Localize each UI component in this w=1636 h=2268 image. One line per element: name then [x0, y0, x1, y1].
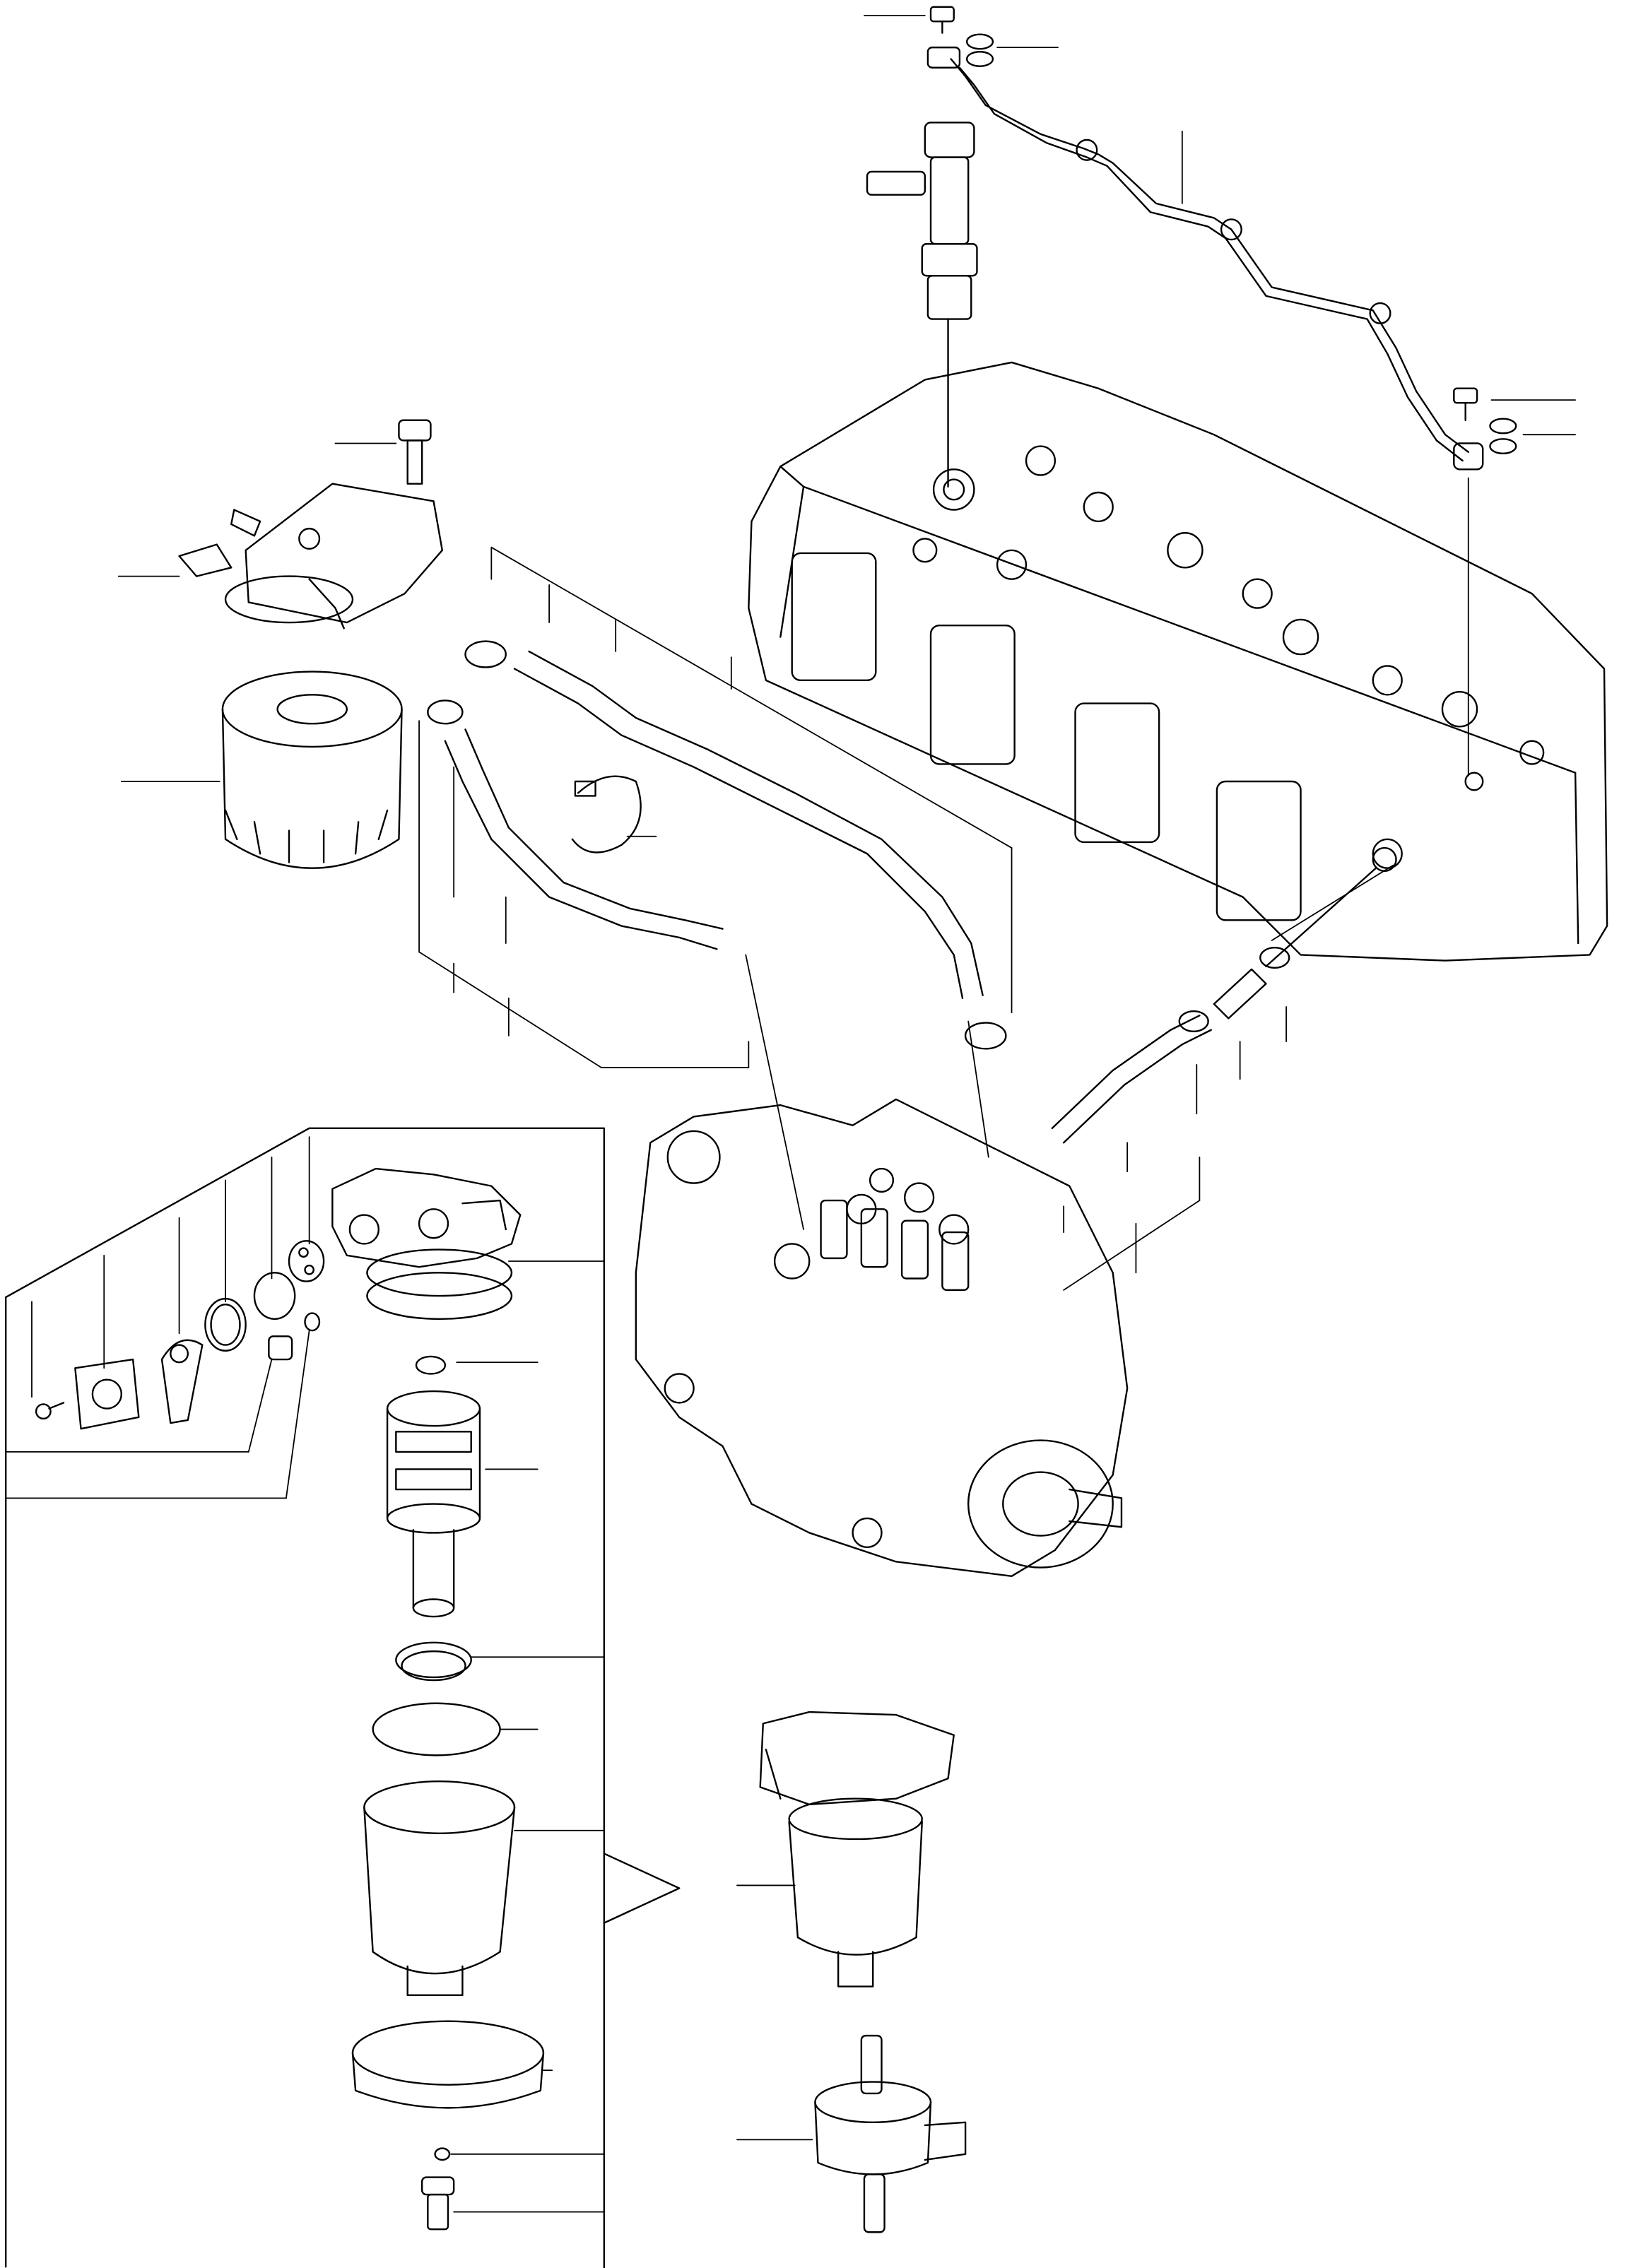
detail-box: [6, 1128, 679, 2268]
filter-element: [387, 1391, 480, 1617]
o-ring-small: [305, 1313, 319, 1331]
water-separator-assembly: [760, 1712, 954, 1987]
o-ring-tiny-upper: [416, 1357, 445, 1374]
level-lever: [162, 1340, 202, 1423]
drain-plug: [422, 2178, 454, 2230]
hose-clamp-upper: [466, 642, 506, 668]
fuel-hose-long: [514, 651, 983, 998]
copper-washer-top: [967, 35, 993, 66]
cylinder-head: [748, 362, 1607, 961]
fuel-hose-short: [445, 729, 723, 949]
banjo-bolt-right: [1454, 389, 1477, 420]
fuel-injector: [867, 122, 977, 486]
inline-fuel-filter: [815, 2036, 965, 2232]
separator-head: [332, 1169, 520, 1319]
mounting-bolt-filter-head: [399, 420, 430, 484]
small-screw: [36, 1402, 64, 1418]
cover-plate: [75, 1359, 139, 1429]
o-ring-large: [254, 1272, 295, 1318]
hose-clamp-pump: [965, 1023, 1006, 1049]
water-separator-cup: [364, 1781, 514, 1995]
copper-washer-right: [1490, 419, 1516, 454]
retaining-ring-small: [396, 1643, 471, 1680]
fuel-hose-return: [1052, 1011, 1211, 1142]
leader-lines: [6, 16, 1575, 2211]
o-ring-drain: [435, 2149, 449, 2160]
separator-gasket: [289, 1241, 324, 1281]
injection-line: [928, 47, 1483, 469]
retaining-ring-large: [353, 2021, 543, 2108]
hose-clamp-lower: [428, 700, 462, 723]
fuel-injection-pump: [636, 1099, 1127, 1576]
banjo-bolt-separator: [269, 1336, 292, 1359]
banjo-bolt-top: [931, 7, 954, 33]
hose-clamp-band: [572, 776, 641, 853]
fuel-filter-cartridge: [223, 672, 402, 868]
fuel-filter-head: [180, 484, 442, 629]
